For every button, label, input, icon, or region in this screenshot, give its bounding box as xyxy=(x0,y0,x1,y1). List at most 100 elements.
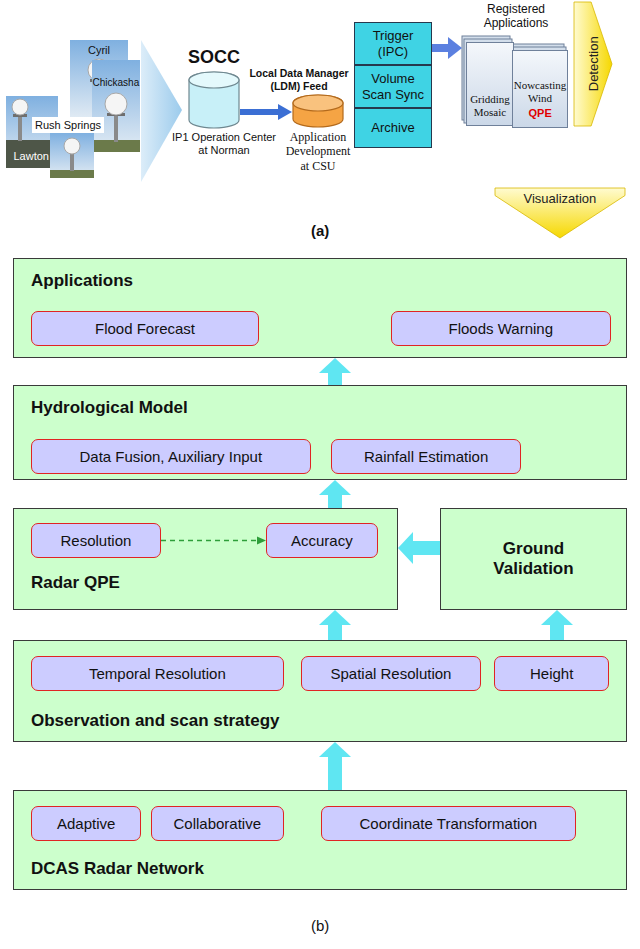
pill-label: Adaptive xyxy=(57,815,115,833)
arrow-head xyxy=(319,358,351,373)
radar-tower xyxy=(114,114,118,142)
pill-label: Spatial Resolution xyxy=(331,665,452,683)
item-pill: Height xyxy=(494,656,609,691)
page-label: Gridding Mosaic xyxy=(467,93,513,119)
pill-label: Accuracy xyxy=(291,532,353,550)
site-label: Rush Springs xyxy=(35,119,101,132)
arrow-head xyxy=(319,610,351,625)
arrow-shaft xyxy=(240,109,279,115)
page-label: QPE xyxy=(529,107,552,120)
node-heading: Registered Applications xyxy=(474,2,558,31)
layer-box: ApplicationsFlood Forecast Floods Warning xyxy=(13,258,627,358)
layer-heading: Observation and scan strategy xyxy=(31,711,279,731)
cylinder-body xyxy=(189,72,239,128)
label-holder: Cyril xyxy=(88,44,110,57)
layer-box: Observation and scan strategy Temporal Re… xyxy=(13,640,627,742)
photo-label-band xyxy=(32,117,104,133)
item-pill: Coordinate Transformation xyxy=(321,806,576,841)
connector-arrow xyxy=(319,742,351,790)
layer-heading: Applications xyxy=(31,271,133,291)
arrow-shaft xyxy=(161,540,258,542)
connector-arrow xyxy=(319,480,351,508)
cylinder-top xyxy=(189,72,239,88)
arrow-label: Visualization xyxy=(524,191,597,207)
layer-box: DCAS Radar Network Adaptive Collaborative C… xyxy=(13,790,627,890)
radar-photo xyxy=(92,60,140,152)
item-pill: Data Fusion, Auxiliary Input xyxy=(31,439,311,474)
item-pill: Resolution xyxy=(31,523,161,558)
arrow-shaft xyxy=(412,541,440,555)
output-arrow: Detection xyxy=(574,2,612,126)
arrow-shaft xyxy=(550,624,564,640)
radar-dome xyxy=(12,99,28,115)
pill-label: Collaborative xyxy=(174,815,262,833)
database-cylinder: Application Development at CSU xyxy=(292,95,344,127)
layer-heading: Radar QPE xyxy=(31,573,120,593)
layer-box: Radar QPE Resolution Accuracy xyxy=(13,508,398,610)
arrow-head xyxy=(448,37,462,59)
arrow-shaft xyxy=(328,494,342,508)
radar-tower xyxy=(70,153,74,171)
item-pill: Collaborative xyxy=(151,806,284,841)
process-cell: Trigger (IPC) xyxy=(354,22,432,65)
label-holder: (b) xyxy=(311,917,329,935)
radar-dome xyxy=(64,138,80,154)
connector-arrow xyxy=(398,532,440,564)
site-label: Chickasha xyxy=(93,77,140,89)
layer-heading: Ground Validation xyxy=(479,539,589,580)
pill-label: Rainfall Estimation xyxy=(364,448,488,466)
item-pill: Spatial Resolution xyxy=(301,656,481,691)
arrow-head xyxy=(398,532,413,564)
label-holder: Rush Springs xyxy=(35,119,101,132)
connector-arrow xyxy=(319,610,351,640)
cyl-outline xyxy=(188,72,240,128)
node-caption: IP1 Operation Center at Norman xyxy=(170,131,278,157)
item-pill: Adaptive xyxy=(31,806,141,841)
pill-label: Height xyxy=(530,665,573,683)
application-page: Nowcasting WindQPE xyxy=(512,50,568,128)
panel-caption: (a) xyxy=(311,222,329,240)
arrow-shaft xyxy=(432,44,449,52)
arrow-shaft xyxy=(328,756,342,790)
layer-heading: Hydrological Model xyxy=(31,398,188,418)
item-pill: Rainfall Estimation xyxy=(331,439,521,474)
cell-label: Trigger (IPC) xyxy=(360,28,426,59)
pill-label: Flood Forecast xyxy=(95,320,195,338)
layer-box: Hydrological ModelData Fusion, Auxiliary… xyxy=(13,385,627,480)
item-pill: Flood Forecast xyxy=(31,311,259,346)
layer-heading: DCAS Radar Network xyxy=(31,859,204,879)
site-label: Lawton xyxy=(14,150,49,163)
layer-box: Ground Validation xyxy=(440,508,627,610)
connector-arrow xyxy=(541,610,573,640)
cell-label: Volume Scan Sync xyxy=(360,71,426,102)
label-holder: Chickasha xyxy=(93,77,140,89)
radar-tower xyxy=(18,115,22,141)
radar-dome xyxy=(105,93,127,115)
pill-label: Floods Warning xyxy=(449,320,554,338)
item-pill: Temporal Resolution xyxy=(31,656,284,691)
edge-label: Local Data Manager (LDM) Feed xyxy=(246,67,352,92)
arrow-shape xyxy=(574,2,612,126)
photo-sky xyxy=(92,60,140,152)
label-holder: Lawton xyxy=(14,150,49,163)
process-cell: Volume Scan Sync xyxy=(354,65,432,108)
item-pill: Accuracy xyxy=(266,523,378,558)
arrow-head xyxy=(319,480,351,495)
pill-label: Coordinate Transformation xyxy=(360,815,538,833)
node-heading: SOCC xyxy=(188,47,240,69)
arrow-head xyxy=(319,742,351,757)
cell-label: Archive xyxy=(360,120,426,136)
pill-label: Resolution xyxy=(61,532,132,550)
page-stack: Registered ApplicationsGridding MosaicNo… xyxy=(462,34,570,130)
arrow-shaft xyxy=(328,372,342,385)
arrow-head xyxy=(257,537,266,545)
label-holder: (a) xyxy=(311,222,329,240)
photo-sky xyxy=(50,133,94,178)
pill-label: Data Fusion, Auxiliary Input xyxy=(80,448,263,466)
flow-chevron xyxy=(141,40,182,182)
application-page: Gridding Mosaic xyxy=(466,42,514,126)
arrow-label: Detection xyxy=(585,36,601,91)
arrow-head xyxy=(541,610,573,625)
arrow-head xyxy=(278,104,292,120)
